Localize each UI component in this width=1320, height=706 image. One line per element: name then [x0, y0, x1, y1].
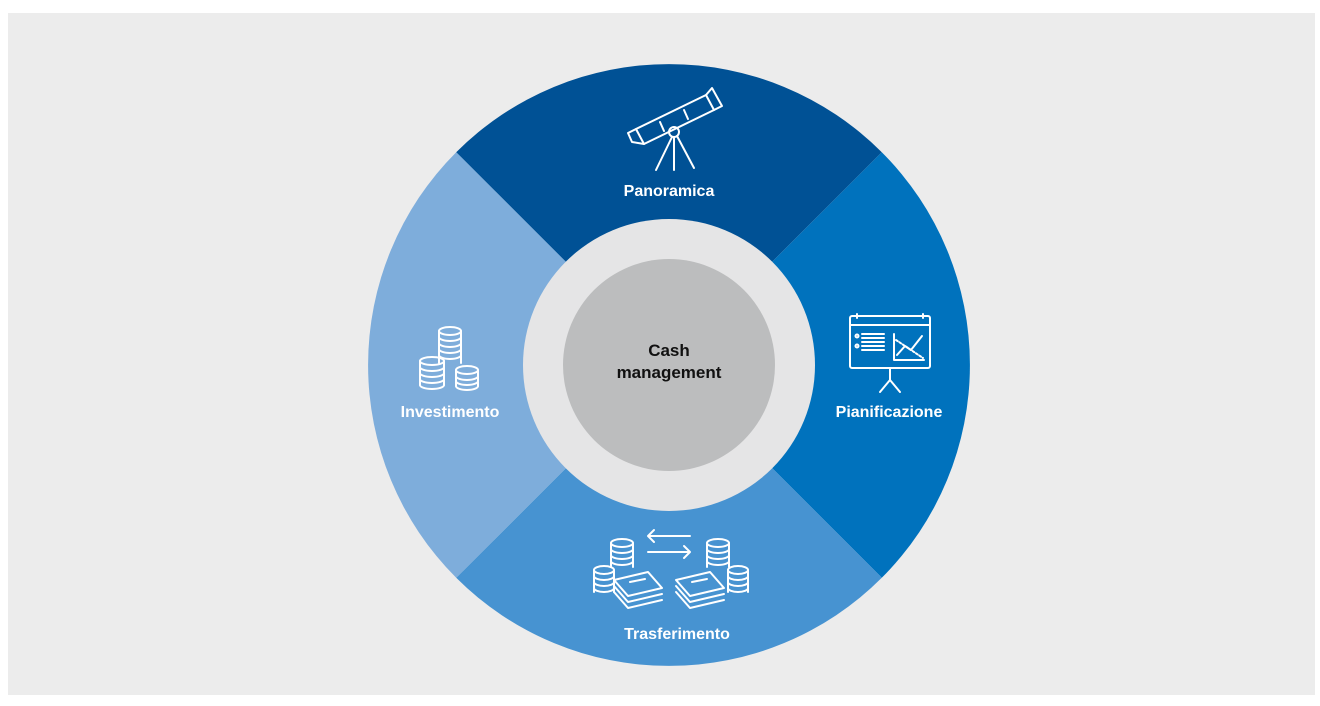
segment-trasferimento: [456, 365, 882, 666]
segment-label-pianificazione: Pianificazione: [836, 404, 943, 421]
telescope-icon: [627, 87, 723, 171]
segment-label-trasferimento: Trasferimento: [624, 626, 730, 643]
segment-pianificazione: [669, 152, 970, 578]
segment-label-investimento: Investimento: [401, 404, 500, 421]
center-label-line2: management: [617, 363, 722, 382]
center-disc: [563, 259, 775, 471]
coin-stacks-icon: [419, 326, 479, 391]
segment-investimento: [368, 152, 669, 578]
center-label-line1: Cash: [648, 341, 690, 360]
money-transfer-icon: [593, 529, 749, 609]
presentation-chart-icon: [849, 313, 931, 393]
segment-label-panoramica: Panoramica: [624, 183, 715, 200]
segment-panoramica: [456, 64, 882, 365]
